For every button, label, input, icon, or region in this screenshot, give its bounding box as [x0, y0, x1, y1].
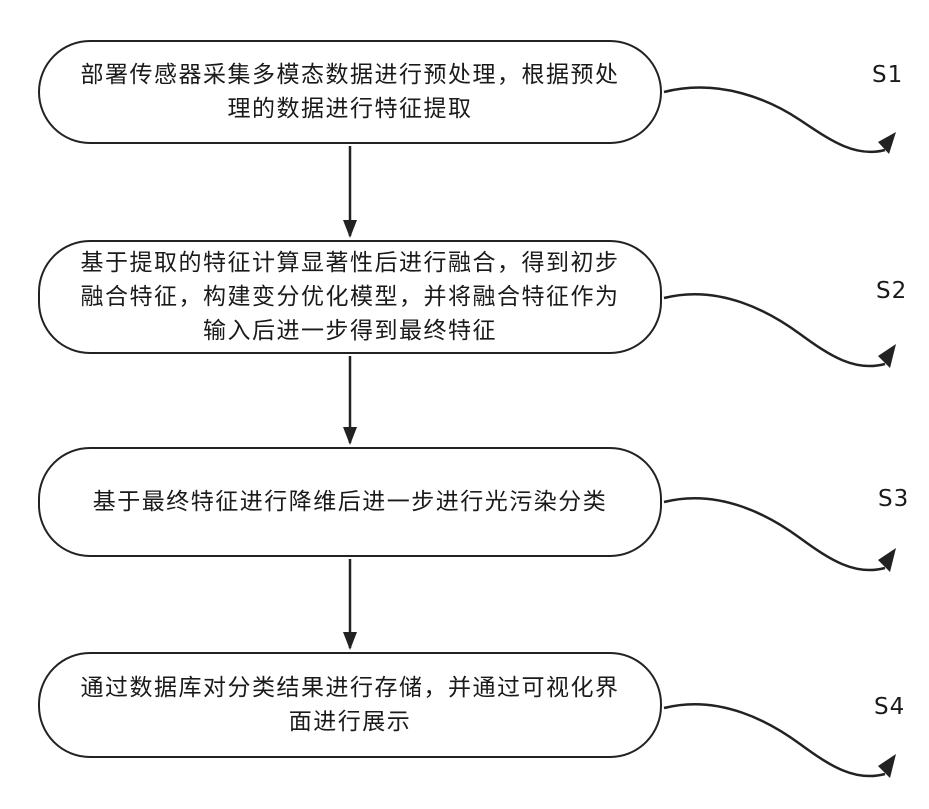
leader-line-s2	[664, 294, 885, 366]
step-label-s4: S4	[874, 694, 905, 720]
step-text-s3: 基于最终特征进行降维后进一步进行光污染分类	[93, 485, 608, 519]
leader-line-s3	[664, 498, 885, 570]
step-label-s1: S1	[872, 62, 903, 88]
leader-line-s4	[664, 704, 885, 776]
step-box-s1: 部署传感器采集多模态数据进行预处理，根据预处理的数据进行特征提取	[38, 40, 662, 144]
flow-arrowhead-s3-s4	[343, 632, 357, 650]
step-box-s2: 基于提取的特征计算显著性后进行融合，得到初步融合特征，构建变分优化模型，并将融合…	[38, 240, 662, 354]
step-text-s1: 部署传感器采集多模态数据进行预处理，根据预处理的数据进行特征提取	[74, 58, 626, 126]
step-box-s4: 通过数据库对分类结果进行存储，并通过可视化界面进行展示	[38, 652, 662, 758]
step-text-s2: 基于提取的特征计算显著性后进行融合，得到初步融合特征，构建变分优化模型，并将融合…	[74, 246, 626, 348]
leader-line-s1	[664, 88, 885, 152]
flow-arrowhead-s1-s2	[343, 220, 357, 238]
step-text-s4: 通过数据库对分类结果进行存储，并通过可视化界面进行展示	[74, 671, 626, 739]
step-label-s2: S2	[876, 278, 907, 304]
step-label-s3: S3	[878, 486, 909, 512]
flow-arrowhead-s2-s3	[343, 427, 357, 445]
step-box-s3: 基于最终特征进行降维后进一步进行光污染分类	[38, 447, 662, 557]
